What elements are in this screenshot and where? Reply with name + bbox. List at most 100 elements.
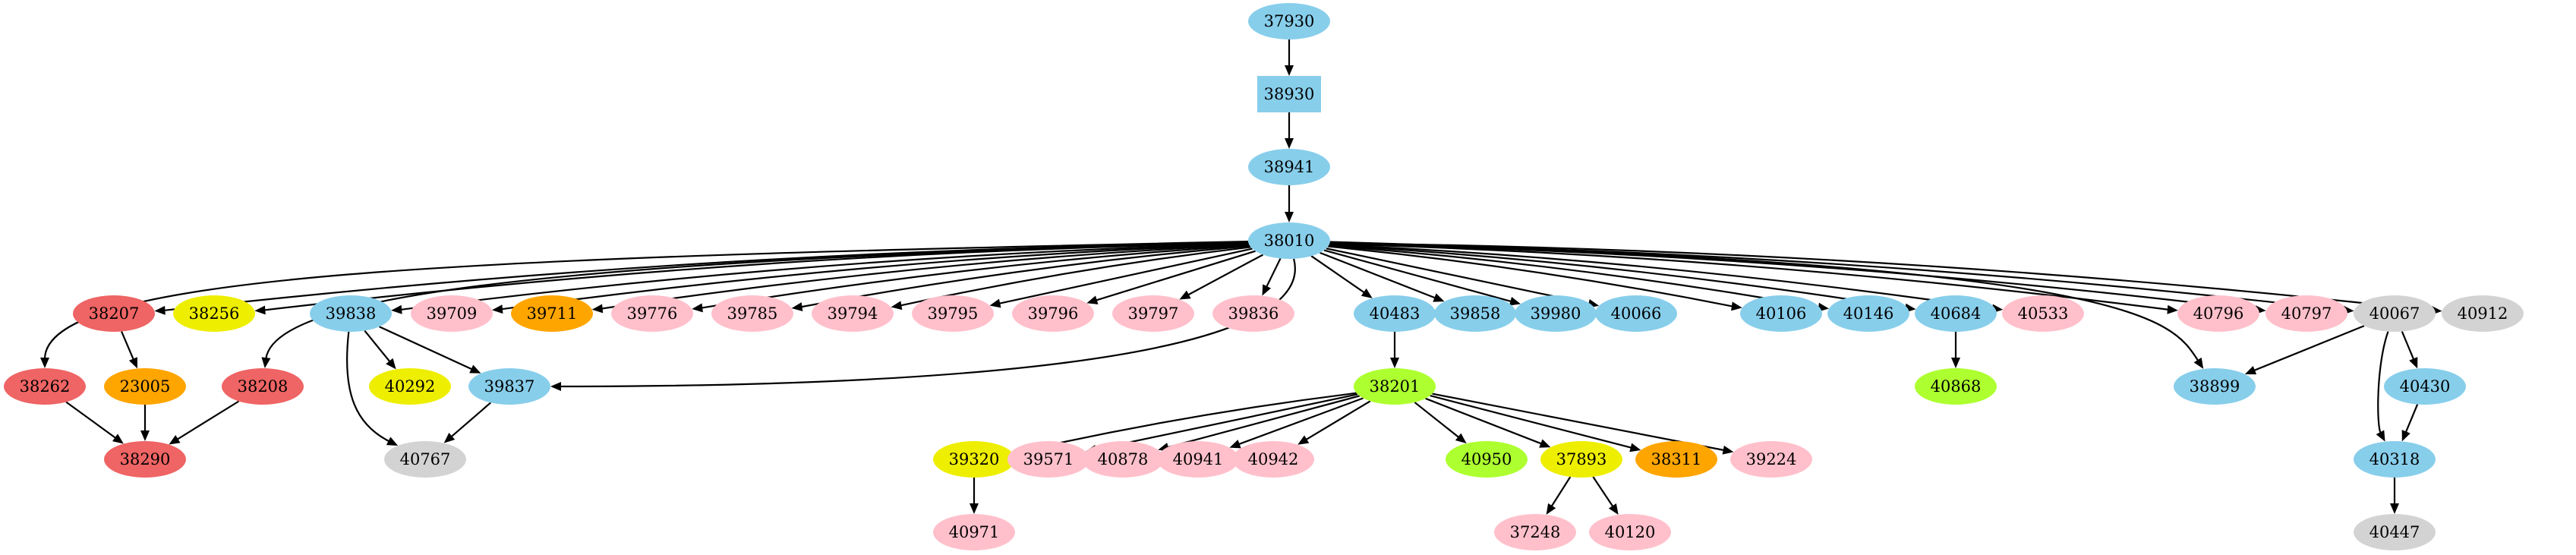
- node-38930[interactable]: 38930: [1257, 76, 1321, 112]
- node-40292[interactable]: 40292: [369, 368, 451, 405]
- node-40106[interactable]: 40106: [1740, 295, 1822, 332]
- node-39709[interactable]: 39709: [411, 295, 493, 332]
- node-label: 40797: [2281, 304, 2332, 323]
- node-39836[interactable]: 39836: [1212, 295, 1294, 332]
- node-37930[interactable]: 37930: [1248, 3, 1330, 39]
- node-40120[interactable]: 40120: [1589, 514, 1671, 550]
- node-40971[interactable]: 40971: [933, 514, 1015, 550]
- node-38208[interactable]: 38208: [222, 368, 304, 405]
- edge-38010-39711: [601, 244, 1250, 310]
- edge-38201-39320: [1020, 392, 1357, 453]
- node-40767[interactable]: 40767: [384, 441, 466, 478]
- node-label: 39571: [1023, 450, 1074, 468]
- arrowhead-icon: [391, 304, 402, 314]
- edge-38010-38899: [1329, 241, 2199, 362]
- arrowhead-icon: [1229, 440, 1241, 449]
- node-40912[interactable]: 40912: [2442, 295, 2524, 332]
- node-40066[interactable]: 40066: [1595, 295, 1677, 332]
- node-shape: [2384, 368, 2466, 405]
- node-label: 39838: [326, 304, 377, 323]
- node-39838[interactable]: 39838: [310, 295, 392, 332]
- node-38262[interactable]: 38262: [4, 368, 86, 405]
- node-40868[interactable]: 40868: [1915, 368, 1997, 405]
- node-39785[interactable]: 39785: [711, 295, 793, 332]
- node-shape: [1740, 295, 1822, 332]
- node-40447[interactable]: 40447: [2354, 514, 2436, 550]
- node-label: 39776: [627, 304, 678, 323]
- node-38941[interactable]: 38941: [1248, 149, 1330, 185]
- arrowhead-icon: [1608, 503, 1619, 515]
- node-40950[interactable]: 40950: [1446, 441, 1528, 478]
- arrowhead-icon: [1951, 358, 1960, 368]
- edge-38010-39709: [500, 243, 1250, 311]
- node-shape: [411, 295, 493, 332]
- arrowhead-icon: [1390, 358, 1399, 368]
- node-shape: [1494, 514, 1576, 550]
- node-39797[interactable]: 39797: [1112, 295, 1194, 332]
- node-39980[interactable]: 39980: [1515, 295, 1597, 332]
- edge-38010-40797: [1329, 242, 2257, 311]
- edge-38010-40106: [1328, 245, 1734, 307]
- node-37893[interactable]: 37893: [1540, 441, 1622, 478]
- node-23005[interactable]: 23005: [104, 368, 186, 405]
- node-shape: [1915, 368, 1997, 405]
- node-38899[interactable]: 38899: [2174, 368, 2256, 405]
- node-40796[interactable]: 40796: [2177, 295, 2259, 332]
- node-39796[interactable]: 39796: [1012, 295, 1094, 332]
- node-40430[interactable]: 40430: [2384, 368, 2466, 405]
- node-39776[interactable]: 39776: [611, 295, 693, 332]
- node-shape: [468, 368, 550, 405]
- node-label: 40950: [1461, 450, 1512, 468]
- node-39571[interactable]: 39571: [1007, 441, 1089, 478]
- node-38207[interactable]: 38207: [73, 295, 155, 332]
- node-label: 39320: [949, 450, 1000, 468]
- node-40067[interactable]: 40067: [2354, 295, 2436, 332]
- node-shape: [173, 295, 255, 332]
- node-40941[interactable]: 40941: [1157, 441, 1239, 478]
- node-shape: [711, 295, 793, 332]
- node-label: 39858: [1450, 304, 1501, 323]
- node-40878[interactable]: 40878: [1082, 441, 1164, 478]
- node-shape: [1827, 295, 1909, 332]
- node-40318[interactable]: 40318: [2354, 441, 2436, 478]
- node-shape: [1635, 441, 1717, 478]
- node-label: 40942: [1248, 450, 1299, 468]
- node-shape: [1354, 295, 1436, 332]
- node-shape: [1112, 295, 1194, 332]
- node-38201[interactable]: 38201: [1354, 368, 1436, 405]
- node-label: 40483: [1370, 304, 1420, 323]
- node-39794[interactable]: 39794: [812, 295, 894, 332]
- edge-38010-40146: [1328, 244, 1821, 309]
- node-39837[interactable]: 39837: [468, 368, 550, 405]
- node-38256[interactable]: 38256: [173, 295, 255, 332]
- node-40684[interactable]: 40684: [1915, 295, 1997, 332]
- edge-38010-40684: [1329, 244, 1907, 310]
- node-39795[interactable]: 39795: [912, 295, 994, 332]
- node-39711[interactable]: 39711: [511, 295, 593, 332]
- node-40533[interactable]: 40533: [2002, 295, 2084, 332]
- arrowhead-icon: [1285, 138, 1294, 149]
- node-38311[interactable]: 38311: [1635, 441, 1717, 478]
- node-shape: [2002, 295, 2084, 332]
- node-40942[interactable]: 40942: [1232, 441, 1314, 478]
- node-39320[interactable]: 39320: [933, 441, 1015, 478]
- node-38010[interactable]: 38010: [1248, 222, 1330, 259]
- node-40797[interactable]: 40797: [2265, 295, 2347, 332]
- node-37248[interactable]: 37248: [1494, 514, 1576, 550]
- node-label: 39224: [1746, 450, 1797, 468]
- node-label: 40146: [1843, 304, 1894, 323]
- arrowhead-icon: [1297, 435, 1310, 445]
- node-39858[interactable]: 39858: [1434, 295, 1516, 332]
- node-shape: [104, 441, 186, 478]
- node-38290[interactable]: 38290: [104, 441, 186, 478]
- node-label: 38262: [20, 377, 71, 396]
- edge-38010-40533: [1329, 244, 1994, 310]
- nodes-layer: 37930 38930 38941 38010 38207 38256 39838 39709…: [4, 3, 2524, 550]
- node-40483[interactable]: 40483: [1354, 295, 1436, 332]
- node-39224[interactable]: 39224: [1730, 441, 1812, 478]
- node-shape: [1915, 295, 1997, 332]
- node-40146[interactable]: 40146: [1827, 295, 1909, 332]
- node-shape: [2265, 295, 2347, 332]
- node-label: 39711: [527, 304, 578, 323]
